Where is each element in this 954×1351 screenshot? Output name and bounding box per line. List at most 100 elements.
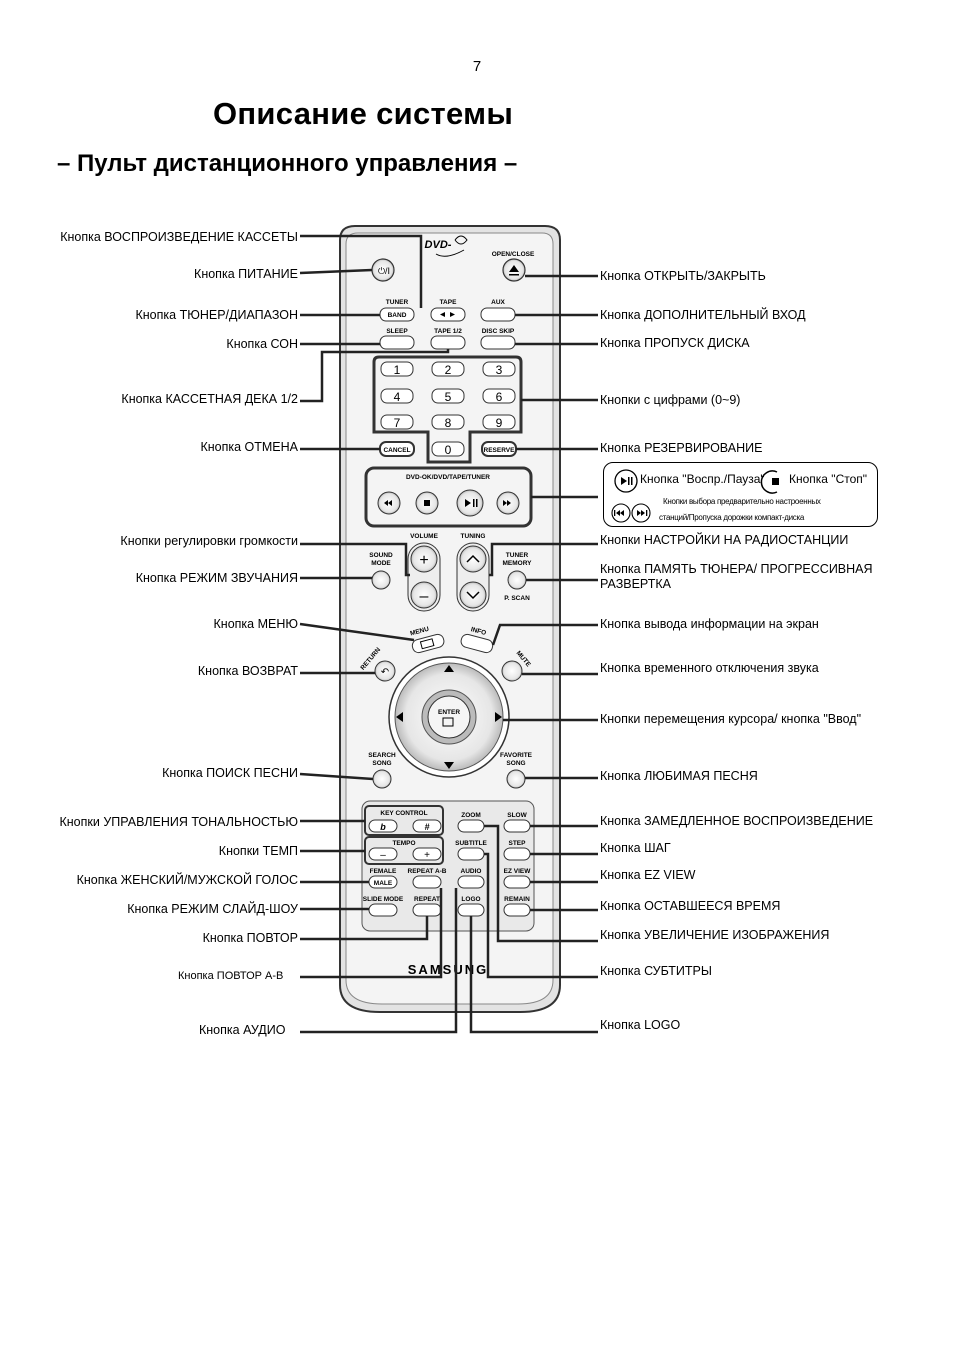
- slide-mode-label: SLIDE MODE: [363, 896, 404, 903]
- transport-header: DVD-OK/DVD/TAPE/TUNER: [406, 474, 490, 481]
- volume-down-button[interactable]: [410, 581, 438, 609]
- audio-label: AUDIO: [461, 868, 482, 875]
- tuning-down-button[interactable]: [459, 581, 487, 609]
- audio-button[interactable]: [457, 875, 485, 889]
- label-volume: Кнопки регулировки громкости: [120, 534, 298, 548]
- step-button[interactable]: [503, 847, 531, 861]
- digit-4: 4: [394, 390, 401, 404]
- tape12-button[interactable]: [430, 335, 466, 350]
- digit-4-button[interactable]: [380, 388, 414, 404]
- label-audio: Кнопка АУДИО: [199, 1023, 286, 1037]
- arrow-left-icon[interactable]: [396, 712, 403, 722]
- mute-button[interactable]: [501, 660, 523, 682]
- digit-5-button[interactable]: [431, 388, 465, 404]
- page-number: 7: [472, 58, 482, 75]
- arrow-up-icon[interactable]: [444, 665, 454, 672]
- legend-play-pause: Кнопка "Воспр./Пауза": [640, 472, 765, 486]
- disc-skip-label: DISC SKIP: [482, 328, 515, 335]
- arrow-right-icon[interactable]: [495, 712, 502, 722]
- sound-mode-button[interactable]: [371, 570, 391, 590]
- label-slide-mode: Кнопка РЕЖИМ СЛАЙД-ШОУ: [127, 902, 298, 916]
- favorite-song-label-2: SONG: [506, 760, 525, 767]
- enter-text: ENTER: [438, 709, 460, 716]
- digit-0-button[interactable]: [431, 441, 465, 457]
- label-logo: Кнопка LOGO: [600, 1018, 681, 1032]
- open-close-label: OPEN/CLOSE: [492, 251, 535, 258]
- digit-7: 7: [394, 416, 401, 430]
- tempo-minus-icon: –: [380, 850, 386, 861]
- remain-button[interactable]: [503, 903, 531, 917]
- digit-1: 1: [394, 363, 401, 377]
- label-power: Кнопка ПИТАНИЕ: [194, 267, 298, 281]
- digit-8-button[interactable]: [431, 414, 465, 430]
- search-song-label-1: SEARCH: [368, 752, 396, 759]
- label-key-control: Кнопки УПРАВЛЕНИЯ ТОНАЛЬНОСТЬЮ: [59, 815, 298, 829]
- key-flat-button[interactable]: [368, 819, 398, 833]
- digit-9: 9: [496, 416, 503, 430]
- tempo-minus-button[interactable]: [368, 847, 398, 861]
- tape-play-button[interactable]: [430, 307, 466, 322]
- arrow-down-icon[interactable]: [444, 762, 454, 769]
- digit-1-button[interactable]: [380, 361, 414, 377]
- key-sharp-button[interactable]: [412, 819, 442, 833]
- slow-button[interactable]: [503, 819, 531, 833]
- sound-label: SOUND: [369, 552, 393, 559]
- sleep-button[interactable]: [379, 335, 415, 350]
- digit-9-button[interactable]: [482, 414, 516, 430]
- subtitle-button[interactable]: [457, 847, 485, 861]
- digit-2-button[interactable]: [431, 361, 465, 377]
- page-title: Описание системы: [213, 96, 514, 131]
- zoom-label: ZOOM: [461, 812, 481, 819]
- digit-0: 0: [445, 443, 452, 457]
- sleep-label: SLEEP: [386, 328, 408, 335]
- skip-forward-icon: [503, 500, 511, 506]
- label-slow: Кнопка ЗАМЕДЛЕННОЕ ВОСПРОИЗВЕДЕНИЕ: [600, 814, 874, 828]
- pscan-label: P. SCAN: [504, 595, 530, 602]
- return-button[interactable]: [374, 660, 396, 682]
- tuner-memory-label-2: MEMORY: [502, 560, 532, 567]
- tuner-memory-button[interactable]: [507, 570, 527, 590]
- label-search-song: Кнопка ПОИСК ПЕСНИ: [162, 766, 298, 780]
- legend-icons: [611, 469, 779, 523]
- search-song-button[interactable]: [372, 769, 392, 789]
- label-cursor-enter: Кнопки перемещения курсора/ кнопка "Ввод…: [600, 712, 862, 726]
- digit-6-button[interactable]: [482, 388, 516, 404]
- tuning-up-button[interactable]: [459, 545, 487, 573]
- enter-button[interactable]: [427, 695, 471, 739]
- number-pad: 1 2 3 4 5 6 7 8 9 0: [380, 361, 516, 457]
- subtitle-label: SUBTITLE: [455, 840, 487, 847]
- return-icon: ↶: [381, 667, 389, 678]
- repeat-ab-button[interactable]: [412, 875, 442, 889]
- ez-view-button[interactable]: [503, 875, 531, 889]
- logo-button[interactable]: [457, 903, 485, 917]
- volume-up-button[interactable]: [410, 545, 438, 573]
- enter-icon: [442, 717, 454, 727]
- aux-button[interactable]: [480, 307, 516, 322]
- tuner-memory-label-1: TUNER: [506, 552, 529, 559]
- label-menu: Кнопка МЕНЮ: [213, 617, 298, 631]
- disc-skip-button[interactable]: [480, 335, 516, 350]
- label-tuner-memory: Кнопка ПАМЯТЬ ТЮНЕРА/ ПРОГРЕССИВНАЯ: [600, 562, 873, 576]
- tempo-plus-button[interactable]: [412, 847, 442, 861]
- info-label: INFO: [470, 626, 487, 637]
- repeat-ab-label: REPEAT A-B: [408, 868, 447, 875]
- label-sleep: Кнопка СОН: [226, 337, 298, 351]
- label-reserve: Кнопка РЕЗЕРВИРОВАНИЕ: [600, 441, 763, 455]
- menu-button[interactable]: [411, 633, 445, 654]
- label-tape-play: Кнопка ВОСПРОИЗВЕДЕНИЕ КАССЕТЫ: [60, 230, 298, 244]
- menu-icon: [419, 638, 435, 650]
- digit-3-button[interactable]: [482, 361, 516, 377]
- chevron-up-icon: [466, 554, 480, 563]
- digit-7-button[interactable]: [380, 414, 414, 430]
- zoom-button[interactable]: [457, 819, 485, 833]
- label-aux: Кнопка ДОПОЛНИТЕЛЬНЫЙ ВХОД: [600, 308, 806, 322]
- favorite-song-button[interactable]: [506, 769, 526, 789]
- repeat-button[interactable]: [412, 903, 442, 917]
- cancel-text: CANCEL: [383, 447, 410, 454]
- tuner-label: TUNER: [386, 299, 409, 306]
- step-label: STEP: [509, 840, 527, 847]
- info-button[interactable]: [460, 633, 494, 654]
- slide-mode-button[interactable]: [368, 903, 398, 917]
- tape-label: TAPE: [440, 299, 458, 306]
